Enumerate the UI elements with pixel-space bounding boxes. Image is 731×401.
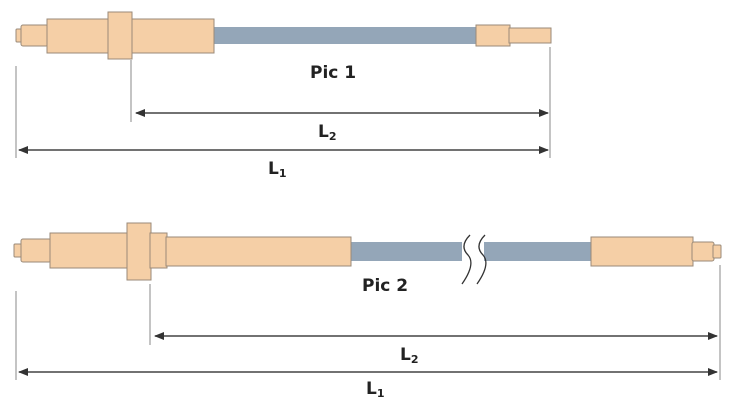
dimension-label-l1-pic2: L1 <box>366 379 385 400</box>
connector-ring-pic2 <box>149 232 168 269</box>
cable-break-icon <box>461 234 487 285</box>
dimension-letter: L <box>268 159 279 179</box>
connector-ferrule-left-pic1 <box>20 24 49 47</box>
cable-sheath-pic1 <box>214 27 476 44</box>
dimension-subscript: 1 <box>377 387 385 400</box>
dimension-subscript: 2 <box>411 353 419 366</box>
connector-nut-pic1 <box>107 11 133 60</box>
dimension-label-l2-pic2: L2 <box>400 345 419 366</box>
connector-body-left-pic2 <box>49 232 129 269</box>
connector-nut-pic2 <box>126 222 152 281</box>
dimension-letter: L <box>318 122 329 142</box>
connector-sleeve-pic2 <box>165 236 352 267</box>
caption-pic1: Pic 1 <box>310 63 356 83</box>
connector-tip-right-pic1 <box>508 27 552 44</box>
dimension-label-l2-pic1: L2 <box>318 122 337 143</box>
cable-assembly-pic1 <box>15 11 552 60</box>
dimension-subscript: 1 <box>279 167 287 180</box>
connector-ferrule-left-pic2 <box>20 238 52 263</box>
dimension-label-l1-pic1: L1 <box>268 159 287 180</box>
dimension-letter: L <box>400 345 411 365</box>
cable-assembly-pic2 <box>13 222 722 281</box>
connector-body-right-pic1 <box>475 24 511 47</box>
connector-ferrule-right-pic2 <box>691 241 715 262</box>
caption-pic2: Pic 2 <box>362 276 408 296</box>
connector-body-right-pic2 <box>590 236 694 267</box>
dimension-letter: L <box>366 379 377 399</box>
connector-tip-right-pic2 <box>712 244 722 259</box>
dimension-subscript: 2 <box>329 130 337 143</box>
